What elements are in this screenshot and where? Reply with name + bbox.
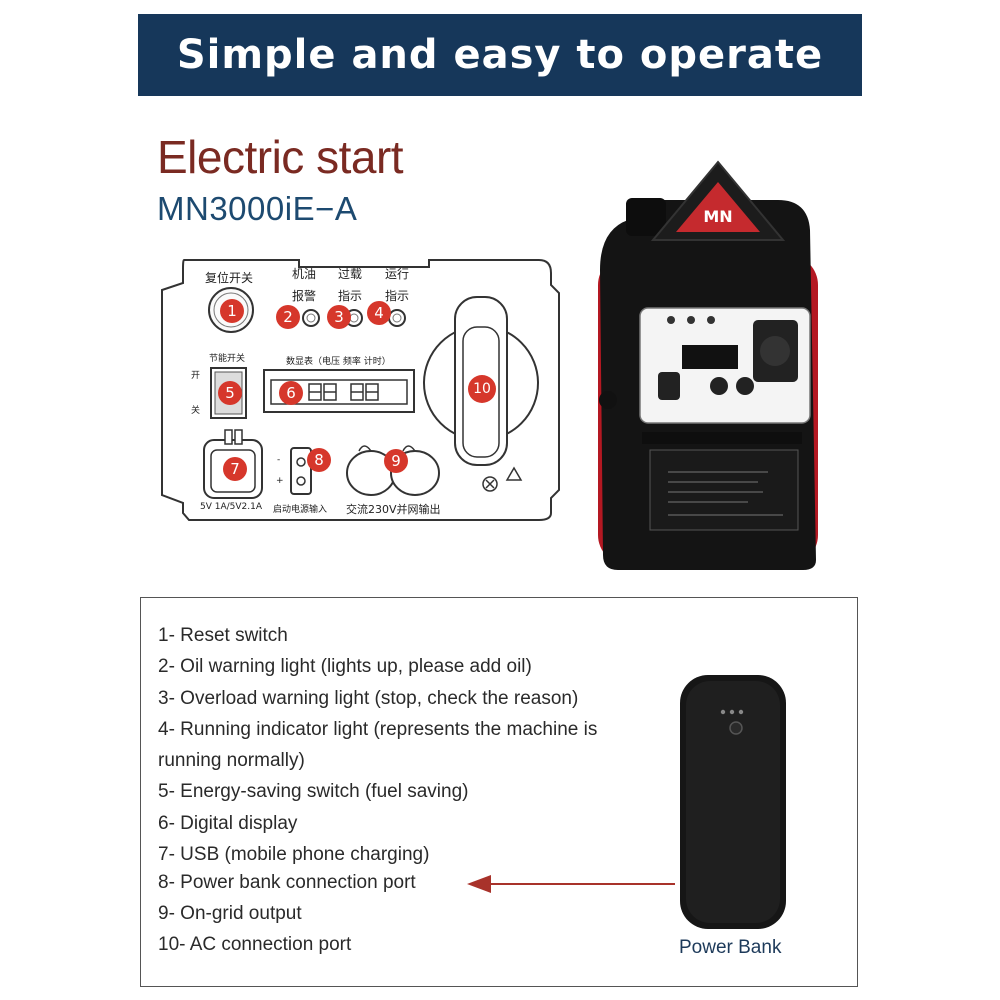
legend-item-5: 5- Energy-saving switch (fuel saving) [158, 781, 469, 802]
label-start-power: 启动电源输入 [273, 505, 328, 515]
callout-3: 3 [327, 305, 351, 329]
legend-item-4: 4- Running indicator light (represents t… [158, 719, 598, 740]
generator-drawing: MN [598, 160, 818, 570]
label-display: 数显表（电压 频率 计时） [286, 357, 391, 367]
callout-2: 2 [276, 305, 300, 329]
legend-box: 1- Reset switch 2- Oil warning light (li… [140, 597, 858, 987]
callout-10: 10 [468, 375, 496, 403]
header-banner: Simple and easy to operate [138, 14, 862, 96]
legend-item-8: 8- Power bank connection port [158, 872, 416, 893]
page-title: Electric start [157, 131, 404, 183]
generator-logo: MN [703, 207, 732, 226]
legend-item-3: 3- Overload warning light (stop, check t… [158, 688, 579, 709]
legend-item-9: 9- On-grid output [158, 903, 302, 924]
legend-item-4-cont: running normally) [158, 750, 305, 771]
label-on: 开 [191, 371, 201, 381]
power-bank-label: Power Bank [679, 937, 782, 958]
label-ac-output: 交流230V并网输出 [346, 503, 441, 516]
generator-image: MN [578, 160, 828, 580]
callout-1: 1 [220, 299, 244, 323]
label-eco: 节能开关 [209, 354, 246, 364]
legend-item-2: 2- Oil warning light (lights up, please … [158, 656, 532, 677]
callout-8: 8 [307, 448, 331, 472]
label-usb: 5V 1A/5V2.1A [200, 502, 263, 512]
callout-7: 7 [223, 457, 247, 481]
callout-6: 6 [279, 381, 303, 405]
legend-item-7: 7- USB (mobile phone charging) [158, 844, 430, 865]
label-oil-1: 机油 [292, 267, 317, 281]
power-bank-icon [680, 675, 786, 929]
panel-outline [161, 259, 560, 521]
model-name: MN3000iE−A [157, 190, 358, 227]
callout-5: 5 [218, 381, 242, 405]
label-minus: - [277, 455, 281, 465]
label-plus: + [276, 476, 284, 486]
label-overload-1: 过载 [338, 267, 363, 281]
label-overload-2: 指示 [338, 289, 363, 303]
callout-4: 4 [367, 301, 391, 325]
label-run-1: 运行 [385, 267, 410, 281]
legend-item-1: 1- Reset switch [158, 625, 288, 646]
legend-item-10: 10- AC connection port [158, 934, 352, 955]
callout-9: 9 [384, 449, 408, 473]
label-oil-2: 报警 [292, 289, 317, 303]
label-reset: 复位开关 [205, 271, 254, 285]
arrow-left-icon [467, 875, 675, 893]
legend-item-6: 6- Digital display [158, 813, 298, 834]
label-off: 关 [191, 406, 201, 416]
banner-title: Simple and easy to operate [176, 32, 824, 78]
control-panel-diagram: 复位开关 机油 报警 过载 指示 运行 指示 节能开关 开 关 数显表（电压 频… [159, 255, 569, 525]
label-run-2: 指示 [385, 289, 410, 303]
